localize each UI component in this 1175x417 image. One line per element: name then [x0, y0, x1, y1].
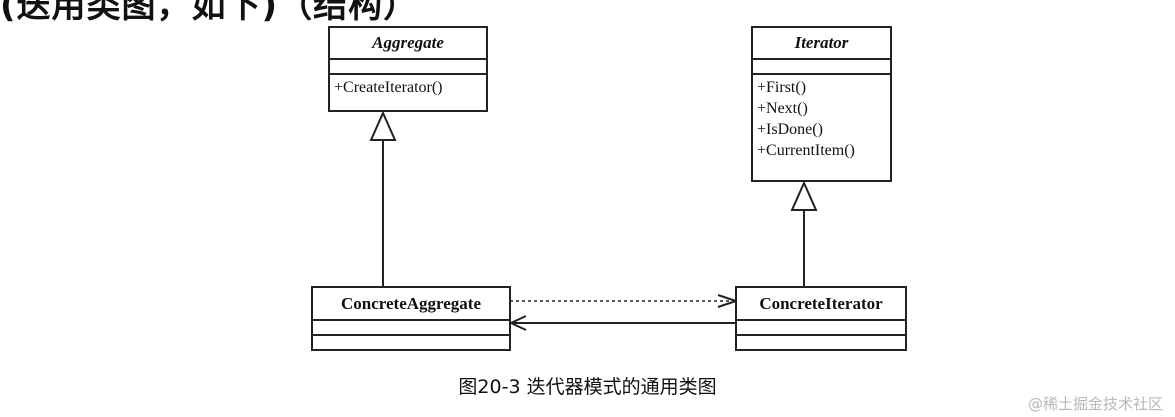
operation-current-item: +CurrentItem(): [757, 142, 855, 159]
iterator-attributes: [753, 60, 890, 75]
iterator-generalization-arrowhead: [790, 180, 818, 211]
top-text-fragment: (迭用类图，如下)（结构）: [0, 0, 419, 26]
iterator-class: Iterator +First() +Next() +IsDone() +Cur…: [751, 26, 892, 182]
watermark: @稀土掘金技术社区: [1027, 395, 1163, 413]
concrete-iterator-class: ConcreteIterator: [735, 286, 907, 351]
aggregate-class-name: Aggregate: [330, 28, 486, 60]
concrete-iterator-attributes: [737, 321, 905, 336]
operation-is-done: +IsDone(): [757, 121, 823, 138]
iterator-class-name: Iterator: [753, 28, 890, 60]
concrete-iterator-class-name: ConcreteIterator: [737, 288, 905, 321]
aggregate-attributes: [330, 60, 486, 75]
operation-create-iterator: +CreateIterator(): [334, 79, 443, 96]
aggregate-generalization-arrowhead: [369, 110, 397, 141]
concrete-aggregate-attributes: [313, 321, 509, 336]
concrete-aggregate-class-name: ConcreteAggregate: [313, 288, 509, 321]
aggregate-operations: +CreateIterator(): [330, 75, 486, 100]
association-arrowhead: [508, 315, 527, 331]
operation-first: +First(): [757, 79, 807, 96]
aggregate-class: Aggregate +CreateIterator(): [328, 26, 488, 112]
operation-next: +Next(): [757, 100, 808, 117]
iterator-operations: +First() +Next() +IsDone() +CurrentItem(…: [753, 75, 890, 163]
concrete-aggregate-class: ConcreteAggregate: [311, 286, 511, 351]
figure-caption: 图20-3 迭代器模式的通用类图: [458, 376, 717, 398]
